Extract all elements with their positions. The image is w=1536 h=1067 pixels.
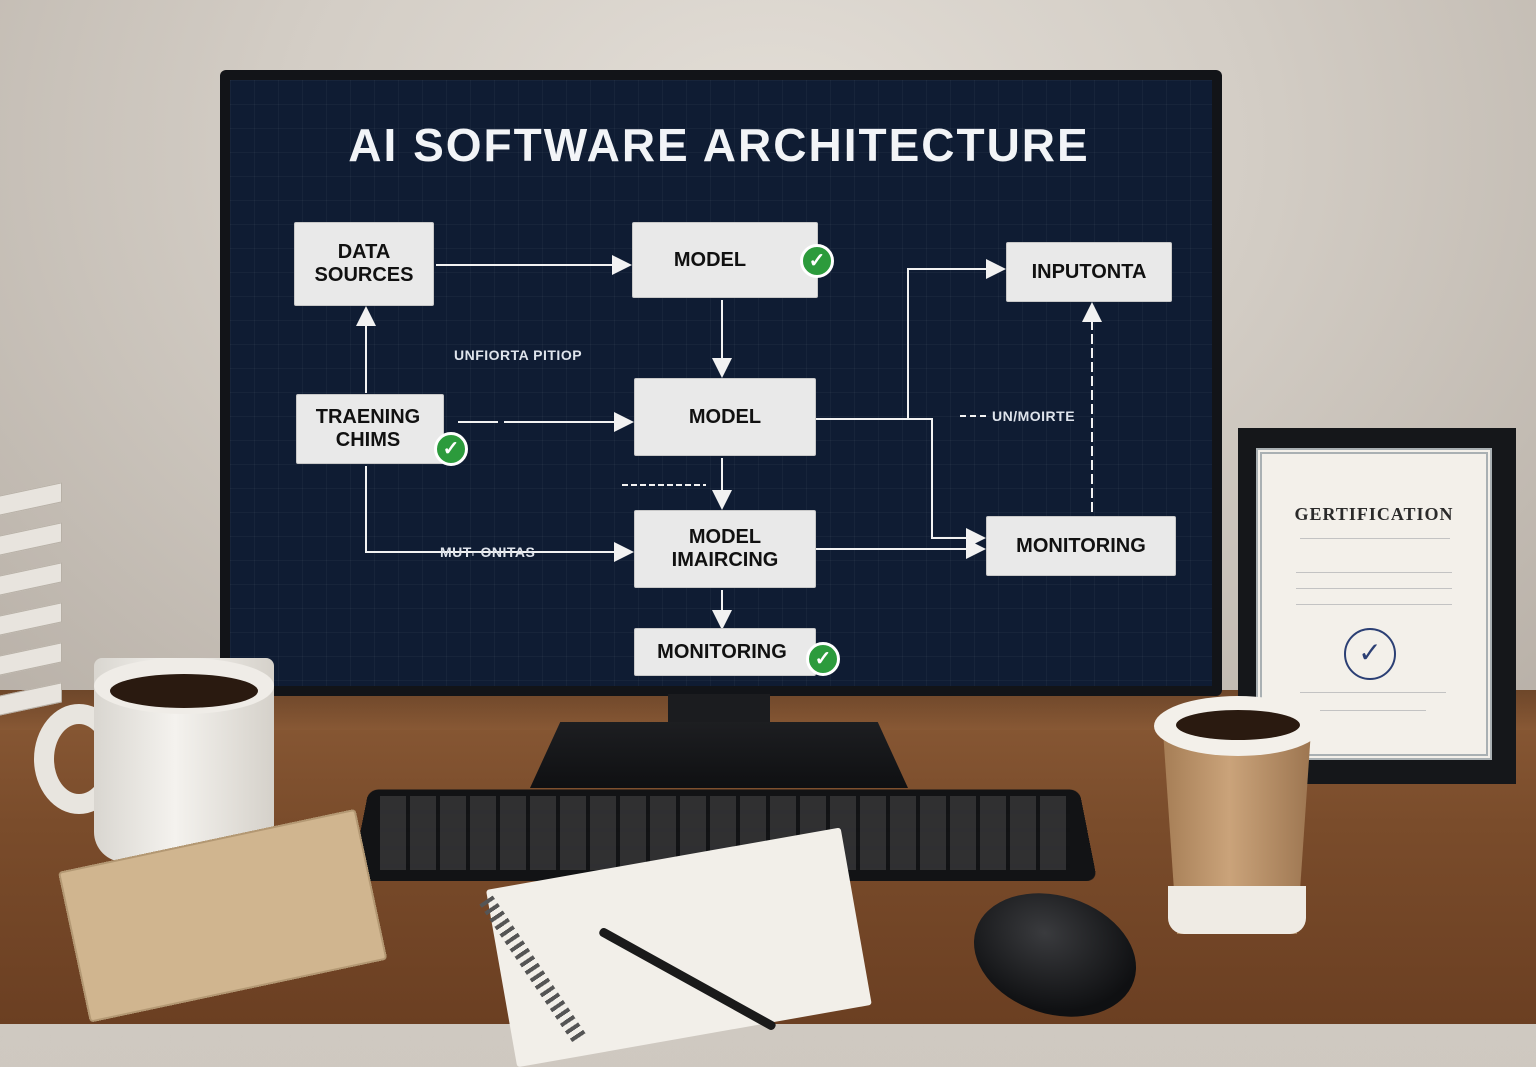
node-label: MODEL: [673, 248, 747, 271]
diagram-connectors: [356, 255, 1102, 630]
cup-coffee: [1176, 710, 1300, 740]
edge-label: UNFIORTA PITIOP: [454, 347, 583, 363]
edge-label: UN/MOIRTE: [992, 408, 1076, 424]
certificate-line: [1320, 710, 1426, 711]
node-label: CHIMS: [335, 429, 401, 451]
edge-label: MUT⌐ONITAS: [440, 544, 536, 560]
node-label: MODEL: [688, 526, 762, 548]
certificate-line: [1300, 692, 1446, 693]
node-label: DATA: [337, 241, 391, 263]
diagram-title: AI SOFTWARE ARCHITECTURE: [348, 119, 1090, 171]
node-monitoring-right: MONITORING: [986, 516, 1176, 576]
node-label: MONITORING: [657, 640, 787, 663]
node-model-imaircing: MODEL IMAIRCING: [634, 510, 816, 588]
certificate-line: [1300, 538, 1450, 539]
check-icon: ✓: [806, 642, 840, 676]
arrow-model-to-inputonta: [816, 259, 1006, 420]
arrow-training-to-imaircing: [365, 466, 634, 562]
check-icon: ✓: [800, 244, 834, 278]
mug-coffee: [110, 674, 258, 708]
node-label: IMAIRCING: [671, 549, 779, 571]
node-label: MODEL: [688, 405, 762, 428]
certificate-line: [1296, 588, 1452, 589]
monitor-stand: [530, 722, 908, 788]
node-label: INPUTONTA: [1031, 260, 1147, 283]
arrow-model-to-monitoring: [816, 418, 986, 548]
node-training: TRAENING CHIMS: [296, 394, 444, 464]
node-label: TRAENING: [315, 406, 421, 428]
node-data-sources: DATA SOURCES: [294, 222, 434, 306]
certificate-seal-icon: ✓: [1344, 628, 1396, 680]
node-model-mid: MODEL: [634, 378, 816, 456]
cup-band: [1168, 886, 1306, 934]
node-inputonta: INPUTONTA: [1006, 242, 1172, 302]
check-icon: ✓: [434, 432, 468, 466]
node-label: MONITORING: [1016, 534, 1146, 557]
certificate-line: [1296, 572, 1452, 573]
node-label: SOURCES: [314, 264, 414, 286]
node-monitoring-bottom: MONITORING: [634, 628, 816, 676]
certificate-title: GERTIFICATION: [1294, 504, 1454, 524]
node-model-top: MODEL: [632, 222, 818, 298]
certificate-line: [1296, 604, 1452, 605]
